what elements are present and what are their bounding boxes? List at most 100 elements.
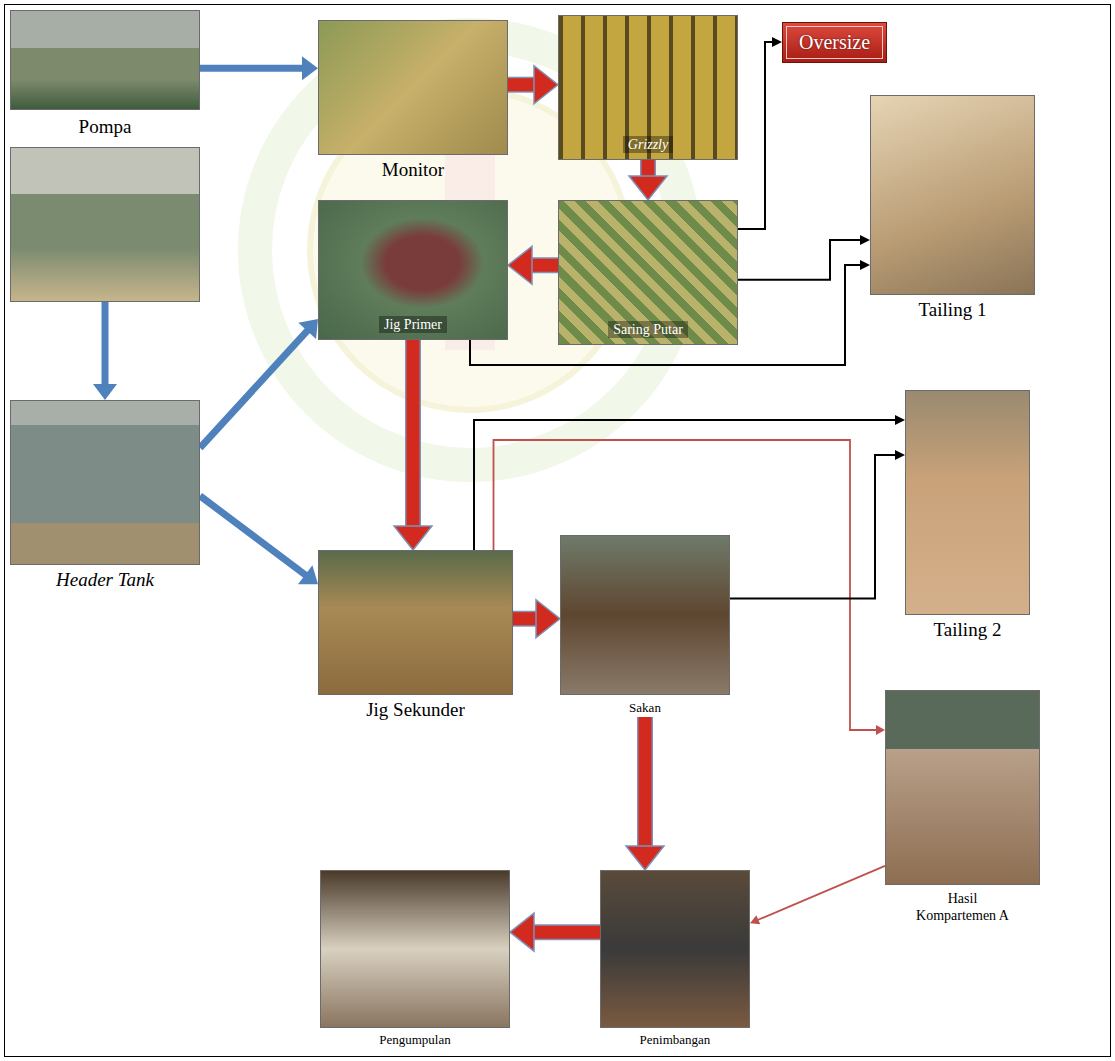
arrow-shaft — [730, 455, 897, 599]
process-flow-arrow — [508, 66, 558, 104]
caption: Header Tank — [10, 569, 200, 592]
arrow-outline — [530, 257, 558, 273]
photo — [320, 870, 510, 1028]
arrow-shaft — [200, 65, 304, 72]
caption: Jig Primer — [379, 316, 447, 333]
arrow-shaft — [513, 612, 538, 625]
process-flow-arrow — [508, 246, 558, 284]
photo — [318, 20, 508, 155]
photo — [905, 390, 1030, 615]
secondary-jig-node: Jig Sekunder — [318, 550, 513, 722]
caption: Saring Putar — [608, 321, 688, 338]
arrow-shaft — [508, 78, 536, 91]
arrow-shaft — [102, 302, 109, 386]
tailing-node: Tailing 1 — [870, 95, 1035, 322]
primary-jig-node: Jig Primer — [318, 200, 508, 340]
caption: Jig Sekunder — [318, 699, 513, 722]
oversize-box: Oversize — [782, 22, 887, 63]
caption: Tailing 2 — [905, 619, 1030, 642]
water-supply-arrow — [200, 319, 318, 448]
tailing-line — [738, 37, 782, 229]
caption-holder: Jig Primer — [319, 317, 507, 333]
arrow-shaft — [407, 340, 420, 528]
photo — [10, 147, 200, 302]
pump-node: Pompa — [10, 10, 200, 302]
arrow-shaft — [200, 329, 309, 448]
caption: Pengumpulan — [320, 1032, 510, 1048]
arrow-outline — [405, 340, 421, 528]
arrow-head — [860, 260, 870, 270]
caption: Penimbangan — [600, 1032, 750, 1048]
arrow-head — [394, 526, 432, 550]
photo — [885, 690, 1040, 885]
result-node: Hasil Kompartemen A — [885, 690, 1040, 925]
arrow-shaft — [738, 42, 774, 229]
process-flow-arrow — [510, 913, 600, 951]
arrow-shaft — [738, 240, 862, 280]
arrow-head — [626, 846, 664, 870]
arrow-outline — [508, 77, 536, 93]
tailing-line — [730, 450, 905, 599]
arrow-head — [508, 246, 532, 284]
arrow-head — [93, 384, 117, 400]
arrow-outline — [532, 924, 600, 940]
arrow-head — [876, 725, 885, 735]
tailing-line — [474, 415, 905, 550]
caption: Hasil Kompartemen A — [910, 891, 1015, 925]
tailing-node: Tailing 2 — [905, 390, 1030, 642]
process-flow-arrow — [513, 600, 560, 638]
sakan-node: Sakan — [560, 535, 730, 717]
rotary-screen-node: Saring Putar — [558, 200, 738, 345]
photo — [10, 10, 200, 110]
photo: Jig Primer — [318, 200, 508, 340]
water-supply-arrow — [200, 56, 318, 80]
arrow-head — [536, 600, 560, 638]
arrow-head — [298, 565, 318, 584]
photo — [560, 535, 730, 695]
photo: Saring Putar — [558, 200, 738, 345]
photo — [870, 95, 1035, 295]
caption: Grizzly — [623, 136, 673, 153]
caption: Oversize — [786, 26, 883, 59]
process-flow-arrow — [394, 340, 432, 550]
water-supply-arrow — [200, 496, 318, 584]
arrow-head — [510, 913, 534, 951]
caption: Sakan — [625, 699, 665, 717]
caption: Pompa — [10, 116, 200, 139]
grizzly-node: Grizzly — [558, 15, 738, 160]
arrow-head — [860, 235, 870, 245]
arrow-head — [895, 450, 905, 460]
weighing-node: Penimbangan — [600, 870, 750, 1048]
caption-holder: Saring Putar — [559, 322, 737, 338]
arrow-head — [629, 176, 667, 200]
photo: Grizzly — [558, 15, 738, 160]
arrow-head — [750, 915, 760, 924]
photo — [318, 550, 513, 695]
water-supply-arrow — [93, 302, 117, 400]
caption-holder: Grizzly — [559, 137, 737, 153]
collection-node: Pengumpulan — [320, 870, 510, 1048]
photo — [10, 400, 200, 565]
caption: Tailing 1 — [870, 299, 1035, 322]
process-flow-arrow — [626, 717, 664, 870]
arrow-shaft — [200, 496, 307, 576]
monitor-node: Monitor — [318, 20, 508, 182]
arrow-outline — [637, 717, 653, 848]
concentrate-line — [750, 866, 885, 924]
arrow-shaft — [639, 717, 652, 848]
header-tank-node: Header Tank — [10, 400, 200, 592]
arrow-head — [302, 56, 318, 80]
photo — [600, 870, 750, 1028]
arrow-head — [895, 415, 905, 425]
arrow-head — [298, 319, 318, 339]
arrow-shaft — [530, 259, 558, 272]
arrow-head — [534, 66, 558, 104]
tailing-line — [738, 235, 870, 280]
arrow-outline — [513, 611, 538, 627]
arrow-shaft — [532, 926, 600, 939]
arrow-shaft — [756, 866, 885, 921]
arrow-shaft — [494, 440, 879, 730]
concentrate-line — [494, 440, 886, 735]
caption: Monitor — [318, 159, 508, 182]
